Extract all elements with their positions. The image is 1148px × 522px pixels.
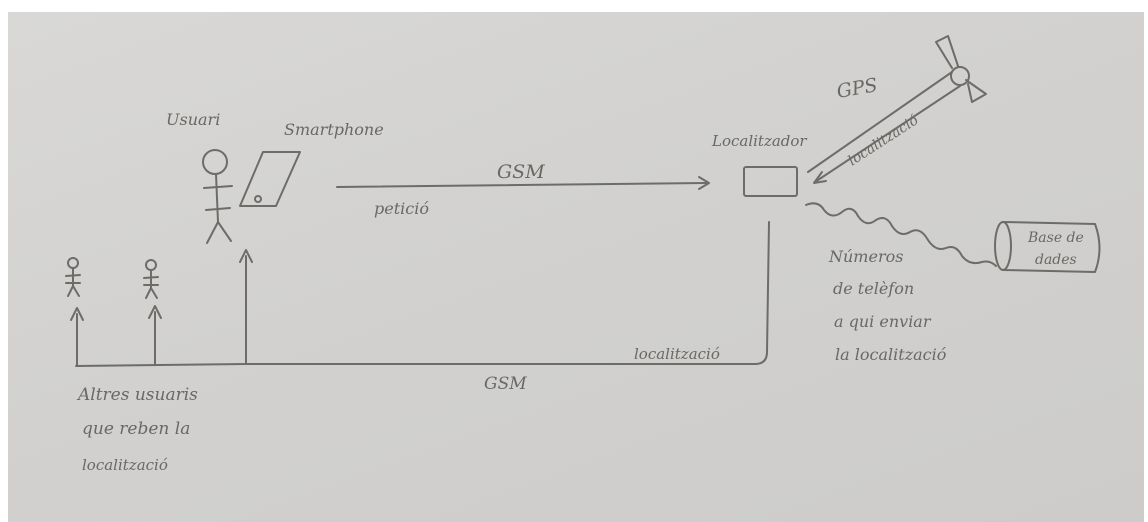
label-altres-2: que reben la bbox=[82, 419, 190, 439]
arrow-to-other-user-1 bbox=[71, 308, 83, 366]
label-peticio: petició bbox=[374, 199, 429, 218]
label-base-2: dades bbox=[1035, 252, 1077, 268]
label-smartphone: Smartphone bbox=[284, 120, 384, 139]
label-base-1: Base de bbox=[1027, 230, 1084, 246]
label-usuari: Usuari bbox=[166, 110, 220, 129]
smartphone-icon bbox=[240, 152, 300, 206]
user-stick-figure bbox=[203, 150, 232, 243]
label-numeros-2: de telèfon bbox=[833, 279, 914, 298]
other-user-figure-1 bbox=[66, 258, 80, 296]
label-gsm-top: GSM bbox=[497, 161, 545, 183]
other-user-figure-2 bbox=[144, 260, 158, 298]
arrow-to-other-user-2 bbox=[149, 306, 161, 364]
label-numeros-4: la localització bbox=[835, 345, 947, 364]
label-altres-1: Altres usuaris bbox=[76, 385, 198, 405]
satellite-icon bbox=[936, 36, 986, 102]
label-localitzacio-gps: localització bbox=[845, 112, 921, 169]
locator-device bbox=[744, 167, 797, 196]
label-localitzacio-bottom: localització bbox=[634, 345, 720, 363]
label-gsm-bottom: GSM bbox=[484, 374, 527, 394]
label-localitzador: Localitzador bbox=[711, 132, 807, 150]
label-numeros-3: a qui enviar bbox=[834, 312, 932, 331]
label-gps: GPS bbox=[835, 74, 879, 103]
gps-link-arrow bbox=[808, 72, 960, 183]
label-numeros-1: Números bbox=[828, 247, 903, 266]
label-altres-3: localització bbox=[82, 456, 168, 474]
arrow-to-main-user bbox=[240, 250, 252, 364]
